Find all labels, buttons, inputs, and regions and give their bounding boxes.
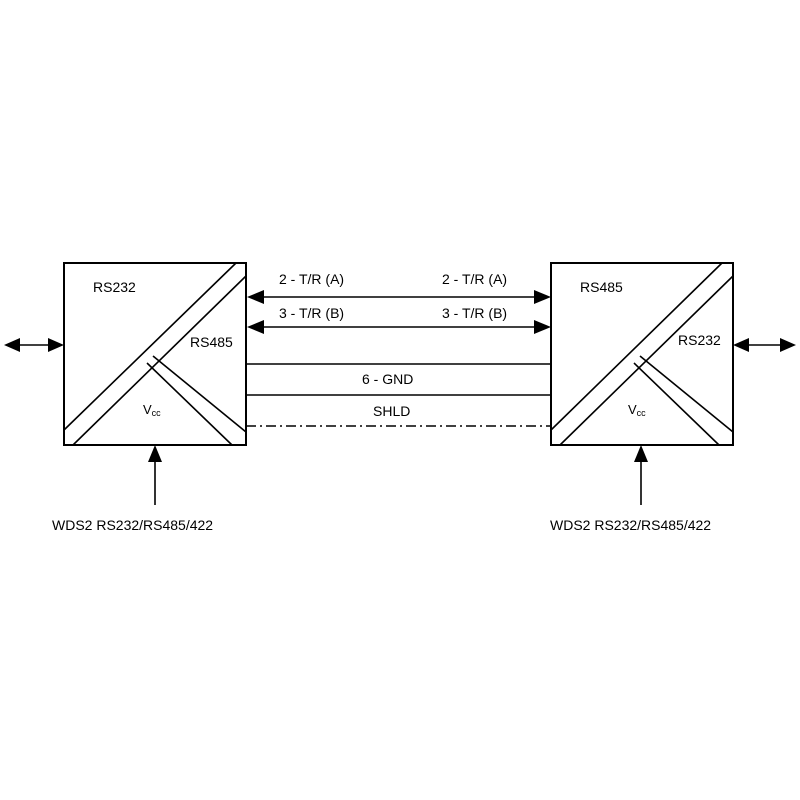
left-vcc-subscript: cc [152,408,162,418]
right-vcc-main: V [628,402,637,417]
connections: 2 - T/R (A) 2 - T/R (A) 3 - T/R (B) 3 - … [246,271,551,427]
left-power-arrow-head [148,445,162,462]
left-side-label: RS485 [190,334,233,350]
line-b-arrow-head-right [534,320,551,334]
line-a-right-label: 2 - T/R (A) [442,271,507,287]
right-caption: WDS2 RS232/RS485/422 [550,517,711,533]
left-branch-outer [152,355,247,433]
right-external-arrow-head-right [780,338,796,352]
left-external-arrow-head-left [4,338,20,352]
line-a-arrow-head-left [247,290,264,304]
right-vcc-label: Vcc [628,402,646,418]
line-b-arrow-head-left [247,320,264,334]
right-vcc-subscript: cc [637,408,647,418]
line-a-arrow-head-right [534,290,551,304]
right-diagonal-outer [550,262,723,431]
left-branch-inner [146,362,233,446]
line-a-left-label: 2 - T/R (A) [279,271,344,287]
right-external-arrow-head-left [733,338,749,352]
right-converter-box [550,262,734,446]
left-vcc-main: V [143,402,152,417]
left-caption: WDS2 RS232/RS485/422 [52,517,213,533]
left-converter: RS232 RS485 Vcc WDS2 RS232/RS485/422 [4,262,247,533]
shield-label: SHLD [373,403,410,419]
left-external-arrow-head-right [48,338,64,352]
line-b-right-label: 3 - T/R (B) [442,305,507,321]
gnd-label: 6 - GND [362,371,413,387]
right-branch-outer [639,355,734,433]
right-top-label: RS485 [580,279,623,295]
right-side-label: RS232 [678,332,721,348]
line-b-left-label: 3 - T/R (B) [279,305,344,321]
left-vcc-label: Vcc [143,402,161,418]
right-branch-inner [633,362,720,446]
right-converter: RS485 RS232 Vcc WDS2 RS232/RS485/422 [550,262,796,533]
left-diagonal-outer [63,262,237,431]
right-power-arrow-head [634,445,648,462]
left-top-label: RS232 [93,279,136,295]
